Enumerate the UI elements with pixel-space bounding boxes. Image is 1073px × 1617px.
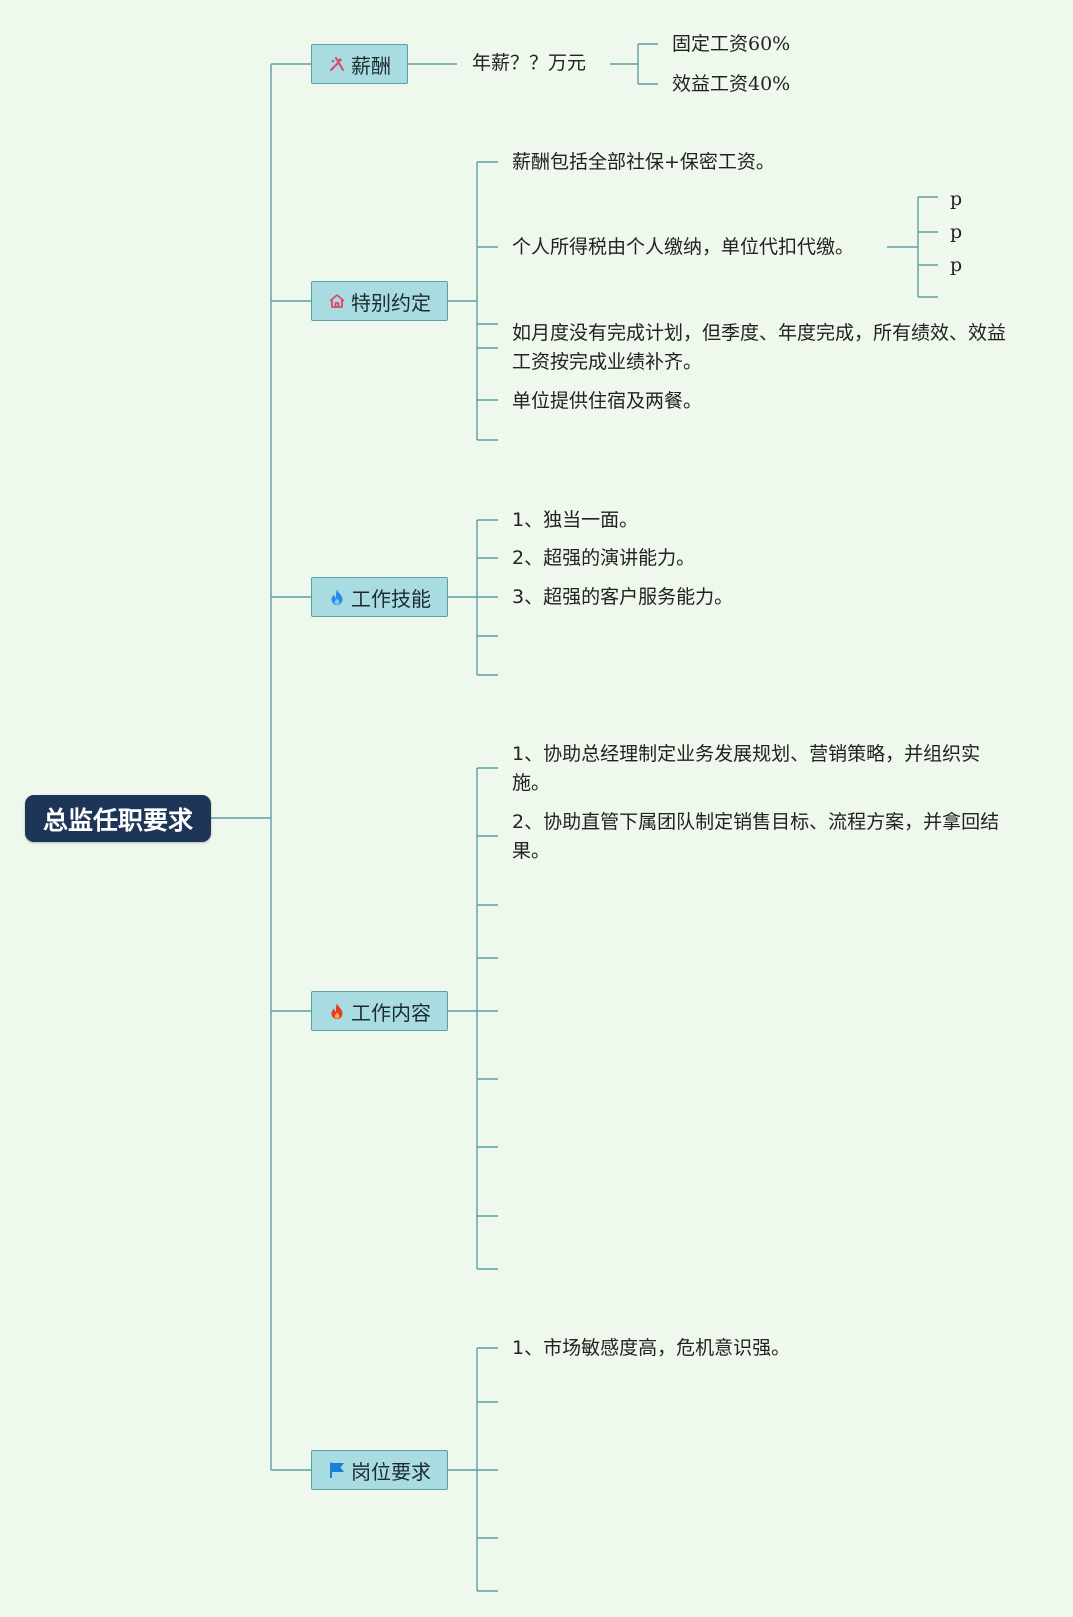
special-item: 如月度没有完成计划，但季度、年度完成，所有绩效、效益工资按完成业绩补齐。 [512, 322, 1007, 373]
branch-skills-label: 工作技能 [351, 586, 431, 611]
salary-annual: 年薪？？万元 [472, 52, 587, 74]
house-icon [328, 292, 346, 310]
special-item: 个人所得税由个人缴纳，单位代扣代缴。 [512, 236, 855, 258]
requirement-item: 1、市场敏感度高，危机意识强。 [512, 1337, 791, 1359]
skill-item: 1、独当一面。 [512, 509, 639, 531]
branch-work-content[interactable]: 工作内容 [311, 991, 448, 1031]
tools-icon [328, 55, 346, 73]
tax-sub-item: p [950, 188, 963, 210]
branch-requirements-label: 岗位要求 [351, 1459, 431, 1484]
special-item: 单位提供住宿及两餐。 [512, 390, 703, 412]
branch-salary[interactable]: 薪酬 [311, 44, 408, 84]
flame-blue-icon [328, 588, 346, 606]
branch-position-requirements[interactable]: 岗位要求 [311, 1450, 448, 1490]
branch-work-skills[interactable]: 工作技能 [311, 577, 448, 617]
tax-sub-item: p [950, 221, 963, 243]
branch-salary-label: 薪酬 [351, 53, 391, 78]
branch-special-label: 特别约定 [351, 290, 431, 315]
flag-icon [328, 1461, 346, 1479]
root-label: 总监任职要求 [42, 805, 193, 835]
salary-part-fixed: 固定工资60% [672, 33, 791, 55]
flame-red-icon [328, 1002, 346, 1020]
root-node[interactable]: 总监任职要求 [25, 795, 211, 842]
branch-special-agreement[interactable]: 特别约定 [311, 281, 448, 321]
salary-part-performance: 效益工资40% [672, 73, 791, 95]
content-item: 2、协助直管下属团队制定销售目标、流程方案，并拿回结果。 [512, 811, 1000, 862]
special-item: 薪酬包括全部社保+保密工资。 [512, 151, 775, 173]
branch-content-label: 工作内容 [351, 1000, 431, 1025]
skill-item: 3、超强的客户服务能力。 [512, 586, 734, 608]
content-item: 1、协助总经理制定业务发展规划、营销策略，并组织实施。 [512, 743, 981, 794]
skill-item: 2、超强的演讲能力。 [512, 547, 696, 569]
tax-sub-item: p [950, 254, 963, 276]
